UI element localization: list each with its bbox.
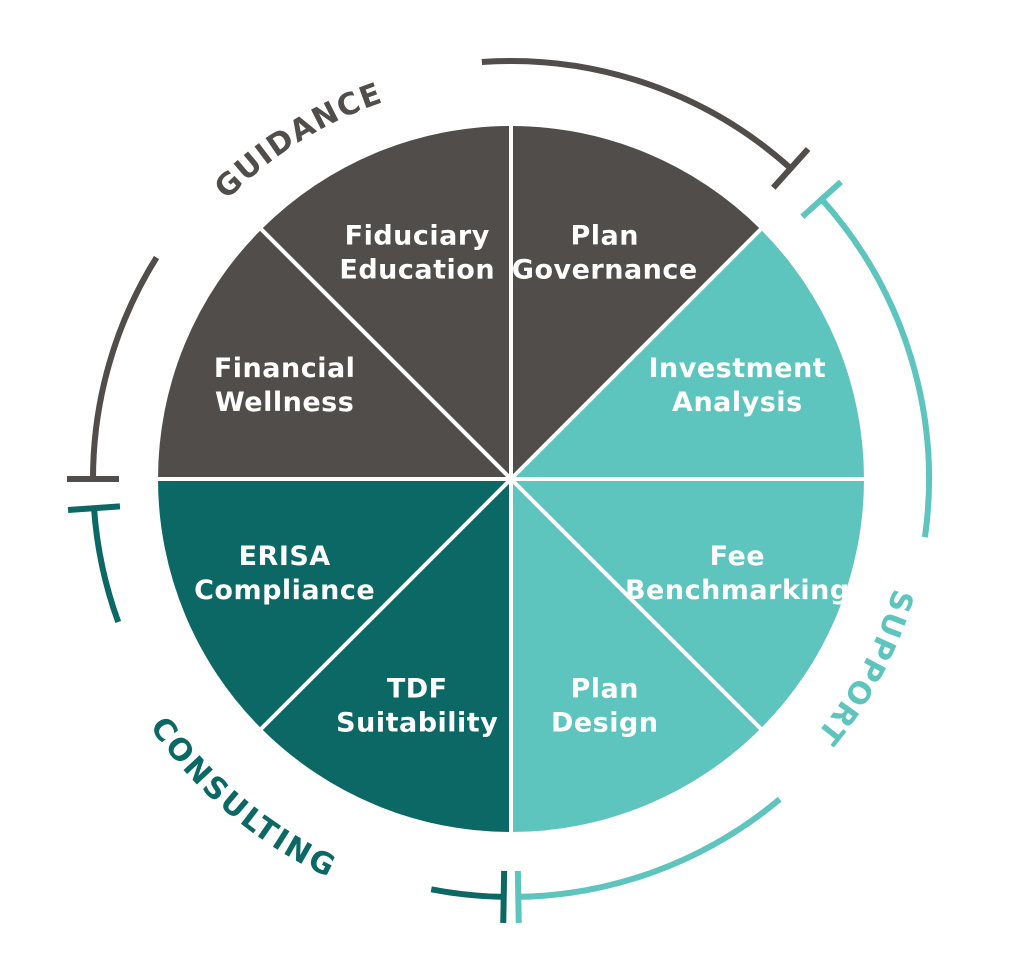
segment-label-line: Fiduciary: [345, 221, 490, 252]
segment-label-line: Analysis: [672, 387, 803, 418]
consulting-arc-end-cap: [500, 870, 508, 923]
support-arc-end-cap: [800, 179, 843, 219]
segment-label-line: Investment: [648, 353, 826, 384]
segment-fee-benchmarking: [511, 479, 864, 729]
support-arc: [518, 796, 782, 900]
consulting-arc-end-cap: [67, 503, 121, 513]
support-arc: [819, 197, 932, 538]
segment-divider: [509, 477, 763, 731]
segment-tdf-suitability: [261, 479, 511, 832]
segment-divider: [259, 477, 513, 731]
outer-group-arcs: [67, 58, 932, 923]
consulting-arc: [91, 507, 122, 623]
segment-label-line: Compliance: [194, 575, 375, 606]
segment-divider: [259, 227, 513, 481]
guidance-arc: [481, 58, 793, 171]
segment-label-line: Benchmarking: [625, 575, 850, 606]
segment-label-line: Design: [551, 707, 659, 738]
segment-plan-design: [511, 479, 761, 833]
wheel-dividers: [157, 125, 865, 833]
guidance-arc-end-cap: [771, 147, 811, 190]
wheel-segments: [158, 126, 864, 833]
segment-label-line: ERISA: [239, 541, 331, 572]
segment-label-line: Governance: [512, 255, 698, 286]
segment-label-line: TDF: [387, 673, 448, 704]
segment-label-line: Suitability: [336, 707, 498, 738]
segment-financial-wellness: [158, 229, 511, 479]
segment-label-line: Education: [339, 255, 495, 286]
segment-label-line: Wellness: [215, 387, 354, 418]
segment-investment-analysis: [511, 229, 864, 479]
guidance-arc: [90, 255, 160, 480]
consulting-arc: [430, 886, 504, 900]
support-arc-end-cap: [514, 870, 522, 923]
segment-erisa-compliance: [158, 479, 511, 729]
segment-label-line: Plan: [571, 221, 640, 252]
segment-label-line: Plan: [571, 673, 640, 704]
segment-divider: [509, 227, 763, 481]
segment-fiduciary-education: [261, 126, 511, 479]
segment-label-line: Fee: [710, 541, 765, 572]
segment-plan-governance: [511, 126, 761, 479]
segment-label-line: Financial: [214, 353, 356, 384]
